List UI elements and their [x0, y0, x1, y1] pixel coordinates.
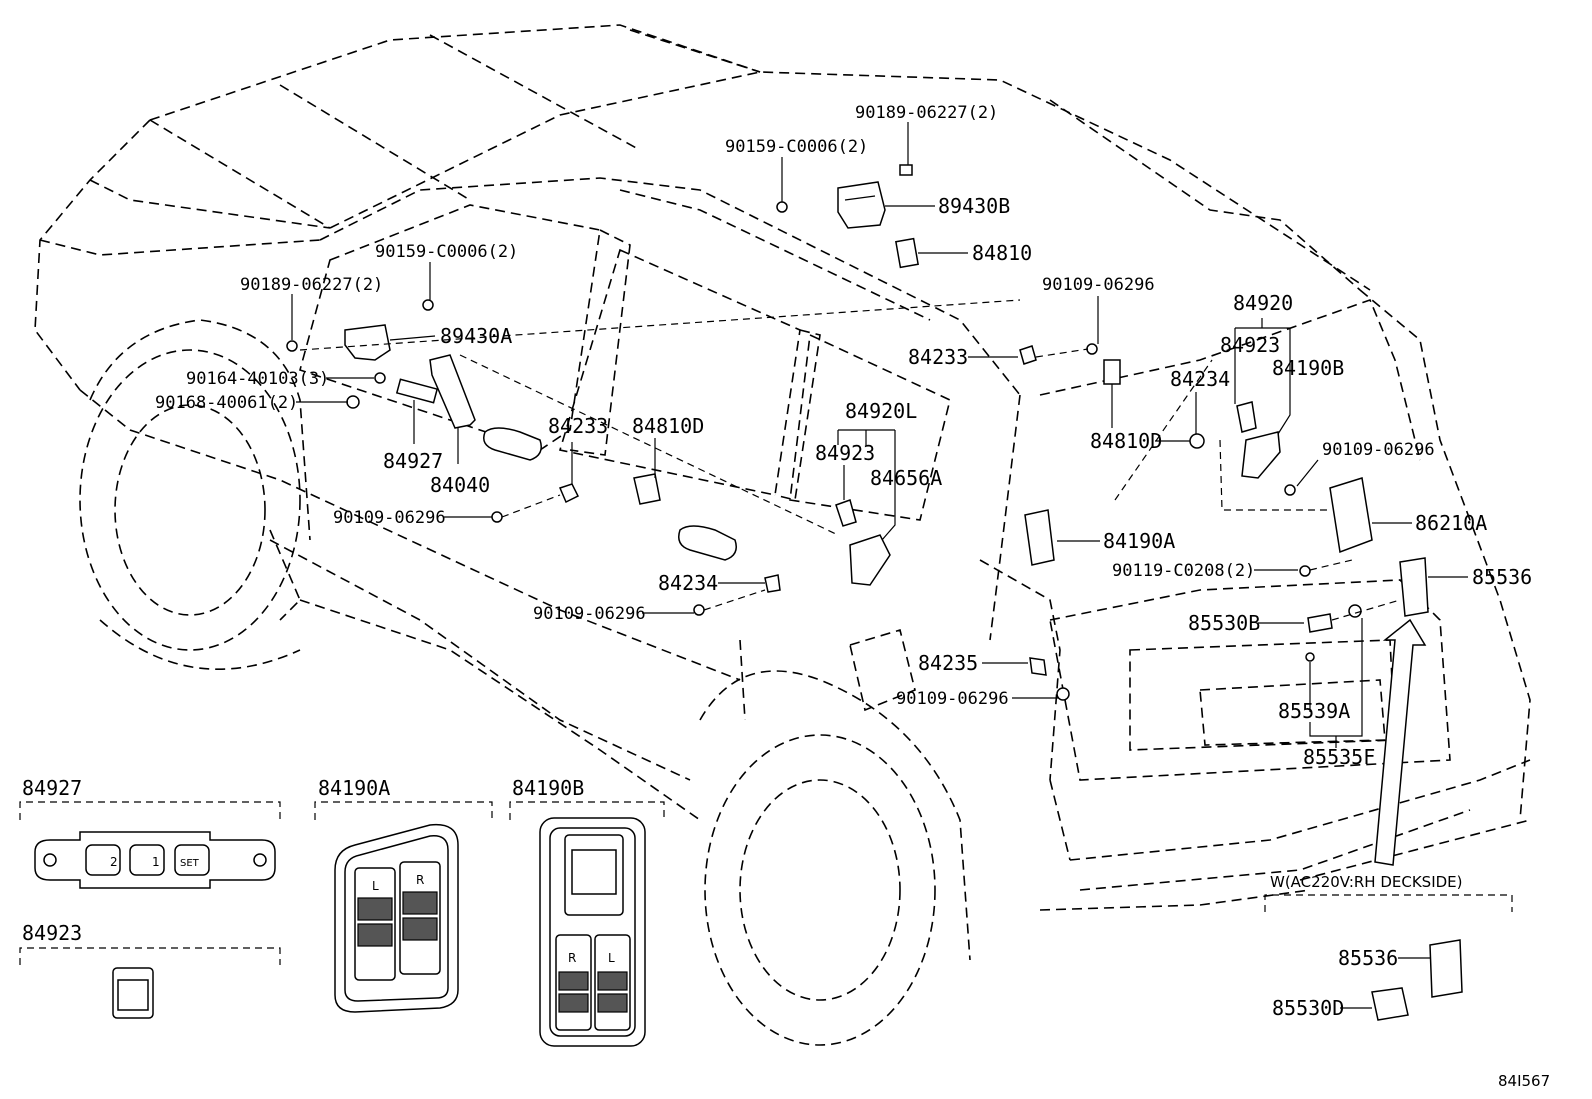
callout-label: 85539A	[1278, 699, 1350, 723]
callout-label: 84810D	[632, 414, 704, 438]
part-85530b	[1307, 604, 1362, 633]
option-group-caption: W(AC220V:RH DECKSIDE)	[1270, 873, 1463, 891]
part-89430a	[286, 299, 434, 361]
callout-label: 84234	[1170, 367, 1230, 391]
callout-label: 90109-06296	[1042, 275, 1155, 295]
door-handles	[483, 427, 737, 561]
callout-label: 90109-06296	[533, 604, 646, 624]
inset-84927-memory-switch	[34, 831, 276, 889]
switch-right-label: R	[416, 873, 424, 887]
callout-labels: 90189-06227(2) 90159-C0006(2) 89430B 848…	[155, 103, 1532, 769]
inset-title: 84923	[22, 921, 82, 945]
callout-label: 90159-C0006(2)	[725, 137, 868, 157]
callout-label: 84190B	[1272, 356, 1344, 380]
vehicle-body-outline	[34, 24, 1531, 1046]
callout-label: 84235	[918, 651, 978, 675]
part-84190b	[1241, 431, 1281, 479]
callout-label: 84920L	[845, 399, 917, 423]
callout-label: 90168-40061(2)	[155, 393, 298, 413]
callout-label: 89430B	[938, 194, 1010, 218]
callout-label: 84040	[430, 473, 490, 497]
part-84810d-left	[633, 473, 661, 505]
inset-84190b-switch	[539, 817, 646, 1047]
callout-label: 84190A	[1103, 529, 1175, 553]
callout-label: 85535F	[1303, 745, 1375, 769]
part-84040-switch	[346, 354, 476, 429]
callout-label: 84923	[815, 441, 875, 465]
memory-button-1-label: 1	[152, 855, 160, 869]
memory-set-button-label: SET	[180, 858, 200, 869]
memory-button-2-label: 2	[110, 855, 118, 869]
callout-label: 85530B	[1188, 611, 1260, 635]
inset-84923-switch	[112, 967, 154, 1019]
part-84923-left	[835, 499, 857, 527]
inset-title: 84927	[22, 776, 82, 800]
leader-lines	[291, 122, 1468, 866]
callout-label: 84810	[972, 241, 1032, 265]
switch-left-label: L	[372, 879, 379, 893]
part-84656a	[849, 534, 891, 586]
part-84234-left	[693, 574, 781, 616]
callout-label: 90109-06296	[896, 689, 1009, 709]
part-86210a	[1284, 477, 1373, 577]
part-85536	[1399, 557, 1429, 617]
callout-label: 90164-40103(3)	[186, 369, 329, 389]
part-84234-right	[1189, 433, 1205, 449]
inset-title: 84190B	[512, 776, 584, 800]
inset-84190a-switch	[334, 823, 459, 1013]
inset-title: 84190A	[318, 776, 390, 800]
callout-label: 84923	[1220, 333, 1280, 357]
callout-label: 89430A	[440, 324, 512, 348]
callout-label: 84920	[1233, 291, 1293, 315]
part-89430b	[776, 164, 913, 229]
callout-label: 86210A	[1415, 511, 1487, 535]
inset-brackets	[19, 801, 1513, 965]
part-84233-left	[491, 483, 580, 523]
part-85539a	[1305, 652, 1315, 662]
part-84810d-right	[1103, 359, 1121, 385]
callout-label: 85536	[1472, 565, 1532, 589]
callout-label: 84233	[908, 345, 968, 369]
callout-label: 90119-C0208(2)	[1112, 561, 1255, 581]
callout-label: 85536	[1338, 946, 1398, 970]
part-84810	[895, 237, 919, 269]
part-84190a	[1024, 509, 1055, 566]
part-84235	[1029, 657, 1070, 701]
callout-label: 90159-C0006(2)	[375, 242, 518, 262]
callout-label: 84656A	[870, 466, 942, 490]
callout-label: 90109-06296	[1322, 440, 1435, 460]
switch-right-label: L	[608, 951, 615, 965]
option-group-parts	[1340, 939, 1463, 1021]
callout-label: 84810D	[1090, 429, 1162, 453]
callout-label: 90109-06296	[333, 508, 446, 528]
callout-label: 84233	[548, 414, 608, 438]
callout-label: 90189-06227(2)	[240, 275, 383, 295]
part-84233-right	[1019, 343, 1098, 365]
part-84923-right	[1236, 401, 1257, 433]
callout-label: 84234	[658, 571, 718, 595]
callout-label: 85530D	[1272, 996, 1344, 1020]
switch-left-label: R	[568, 951, 576, 965]
callout-label: 90189-06227(2)	[855, 103, 998, 123]
callout-label: 84927	[383, 449, 443, 473]
diagram-code: 84I567	[1498, 1072, 1550, 1090]
